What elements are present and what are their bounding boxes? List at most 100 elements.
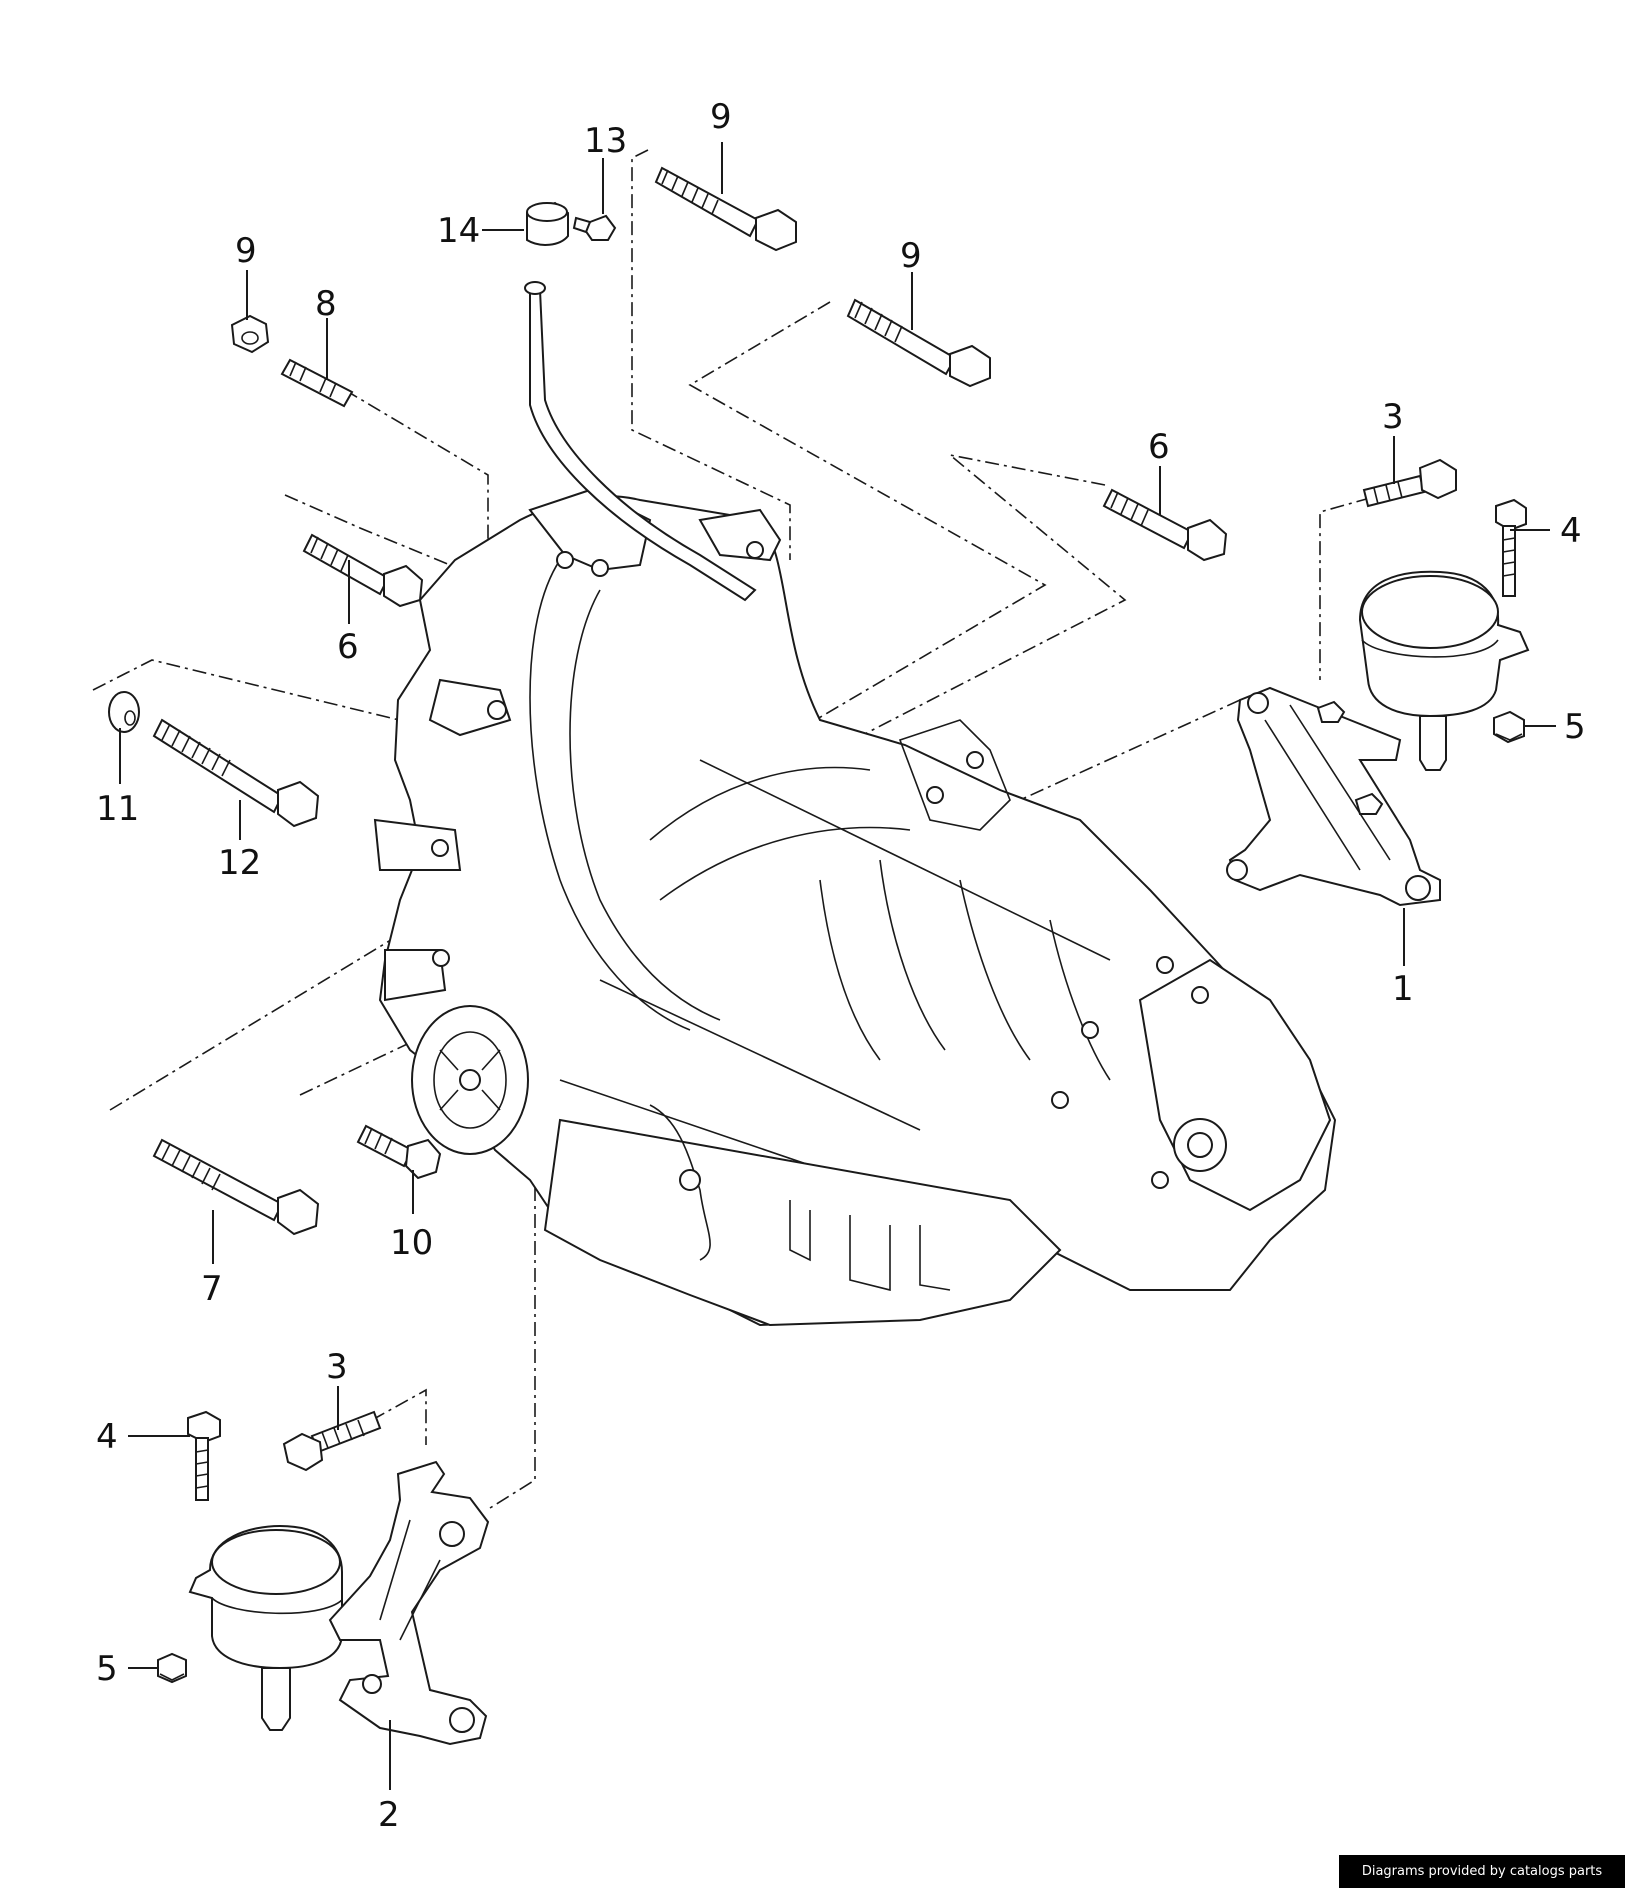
mount-top-dome-right: [1361, 575, 1499, 649]
bolt-shank: [152, 1138, 284, 1222]
bolt-shank: [1102, 488, 1194, 550]
oil-pan-rib: [849, 1215, 891, 1292]
bolt-thread-lines: [195, 1449, 209, 1489]
nut-flange: [1495, 733, 1523, 741]
mount-top-dome-left: [211, 1529, 341, 1595]
callout-3-lower: 3: [326, 1347, 348, 1387]
diagram-credit-banner: Diagrams provided by catalogs parts: [1339, 1855, 1625, 1888]
wiring-harness: [649, 1104, 711, 1261]
bolt-head: [277, 780, 320, 828]
dipstick-tube: [529, 289, 757, 602]
callout-9-left: 9: [235, 231, 257, 271]
housing-bolt-hole: [926, 786, 944, 804]
nut-bore: [241, 331, 259, 345]
tail-output-hub: [1187, 1132, 1213, 1158]
bolt-head: [383, 564, 424, 608]
bolt-head: [1418, 458, 1457, 500]
bolt-shank: [302, 533, 390, 596]
housing-rib: [599, 979, 921, 1131]
mount-band-right: [1361, 639, 1499, 658]
bracket-bore: [439, 1521, 465, 1547]
housing-rib: [1049, 919, 1111, 1081]
housing-rib: [659, 826, 911, 901]
bolt-6-right: [1102, 488, 1228, 562]
bolt-3-lower: [282, 1410, 382, 1472]
callout-12: 12: [218, 843, 261, 883]
bolt-head: [187, 1410, 221, 1444]
housing-bolt-hole: [1081, 1021, 1099, 1039]
housing-left-lug: [373, 818, 462, 871]
bolt-thread-lines: [854, 301, 903, 343]
guide-line-9-upper: [688, 301, 1047, 736]
guide-line-right-mount: [1019, 699, 1241, 801]
callout-1: 1: [1392, 969, 1414, 1009]
housing-bolt-hole: [966, 751, 984, 769]
callout-4-right: 4: [1560, 511, 1582, 551]
callout-5-right: 5: [1564, 707, 1586, 747]
callout-13: 13: [584, 121, 627, 161]
callout-3-right: 3: [1382, 397, 1404, 437]
bolt-9-right: [846, 298, 991, 388]
nut-body: [230, 314, 270, 354]
oil-pan-rib: [789, 1200, 811, 1262]
guide-line-6-right: [784, 454, 1127, 776]
callout-14: 14: [437, 211, 480, 251]
housing-rib: [819, 879, 881, 1061]
bolt-shank: [152, 718, 284, 814]
housing-bolt-hole: [556, 551, 574, 569]
stud-8: [280, 358, 354, 408]
credit-text: Diagrams provided by catalogs parts: [1361, 1864, 1603, 1879]
sensor-connector: [679, 1169, 701, 1191]
bolt-thread-lines: [161, 1143, 221, 1191]
drive-flange-inner: [433, 1031, 507, 1129]
callout-6-right: 6: [1148, 427, 1170, 467]
callout-6-left: 6: [337, 627, 359, 667]
bolt-6-left: [302, 533, 424, 608]
dipstick-cap-top: [526, 202, 568, 222]
nut-5-right: [1493, 710, 1525, 744]
housing-bolt-hole: [746, 541, 764, 559]
bolt-head: [277, 1188, 320, 1236]
guide-line-10: [299, 999, 501, 1096]
bell-housing: [378, 495, 1337, 1327]
bolt-4-right: [1495, 498, 1527, 597]
housing-bolt-hole: [432, 949, 450, 967]
oil-pan: [543, 1118, 1062, 1327]
guide-line-3-lower: [371, 1388, 427, 1445]
bolt-head: [1495, 498, 1527, 532]
housing-left-ear: [428, 678, 512, 737]
nut-9-left: [230, 314, 270, 354]
callout-10: 10: [390, 1223, 433, 1263]
washer-outer: [108, 691, 140, 733]
bolt-head: [282, 1432, 324, 1472]
housing-rib: [879, 859, 946, 1051]
cap-screw-13: [572, 214, 617, 241]
bolt-head: [755, 208, 797, 252]
housing-bolt-hole: [1151, 1171, 1169, 1189]
bolt-4-lower: [187, 1410, 221, 1501]
housing-rib: [959, 879, 1031, 1061]
guide-line-3-right: [1319, 497, 1371, 680]
housing-left-foot: [384, 949, 447, 1002]
bolt-head: [1187, 518, 1228, 562]
bracket-bore: [1247, 692, 1269, 714]
bracket-bore: [362, 1674, 382, 1694]
bolt-thread-lines: [1373, 481, 1403, 505]
nut-flange: [159, 1673, 185, 1681]
bracket-arm-right: [1228, 686, 1441, 907]
bolt-thread-lines: [321, 1419, 365, 1449]
transmission-housing: [373, 488, 1337, 1327]
bolt-10: [356, 1124, 442, 1180]
mount-band-left: [211, 1597, 343, 1615]
housing-bolt-hole: [1051, 1091, 1069, 1109]
callout-8: 8: [315, 284, 337, 324]
callout-11: 11: [96, 789, 139, 829]
bracket-web: [379, 1519, 441, 1641]
bracket-boss: [1354, 792, 1384, 815]
nut-body: [1493, 710, 1525, 744]
bracket-bore: [1226, 859, 1248, 881]
drive-flange-hub: [459, 1069, 481, 1091]
oil-pan-rib: [919, 1225, 951, 1291]
